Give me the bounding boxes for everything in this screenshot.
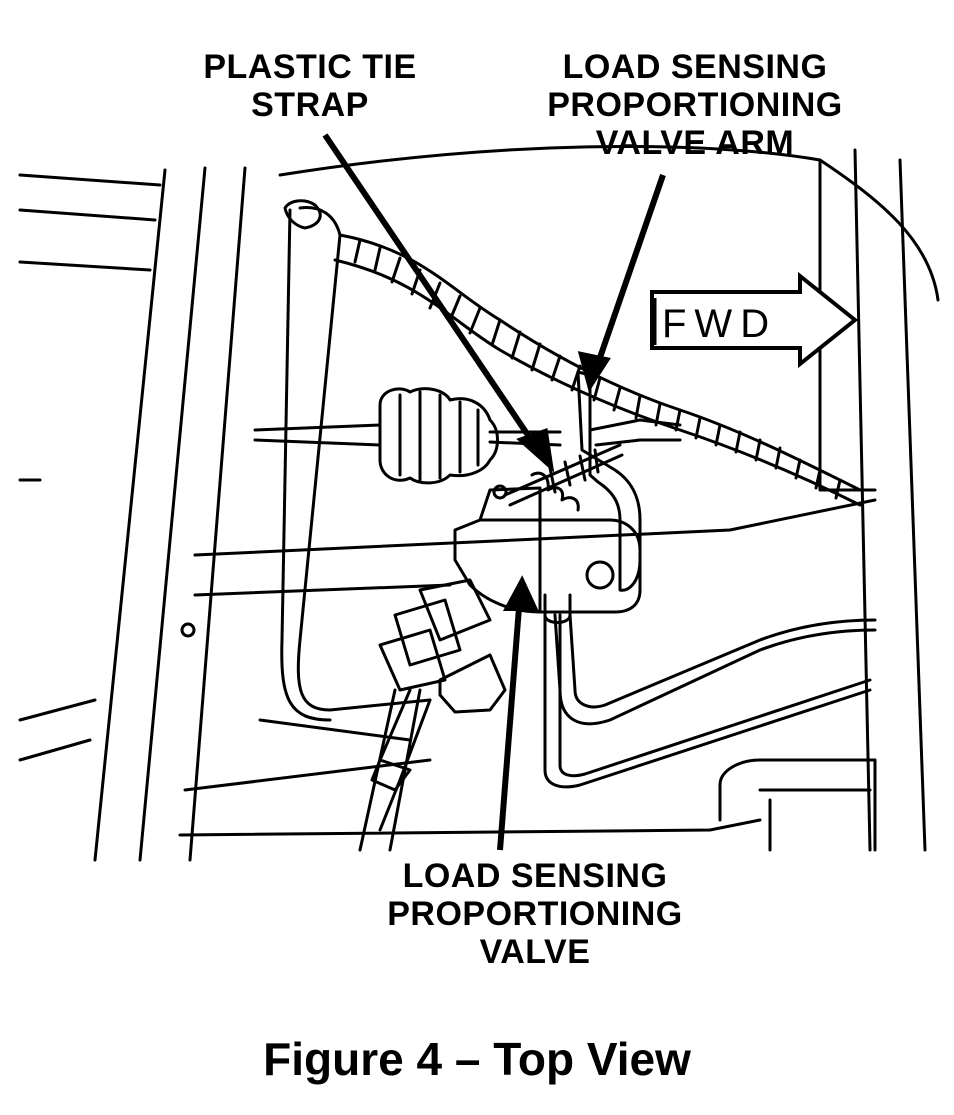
valve-body: [453, 518, 642, 614]
leader-tie-arrowhead: [516, 427, 555, 473]
frame-outline: [18, 145, 822, 482]
valve-arm-label: LOAD SENSING PROPORTIONING VALVE ARM: [530, 48, 860, 162]
label-line: PLASTIC TIE: [203, 48, 417, 86]
label-line: PROPORTIONING: [547, 86, 843, 124]
figure-caption: Figure 4 – Top View: [263, 1033, 691, 1085]
label-line: PROPORTIONING: [387, 895, 683, 933]
frame-rail-left: [93, 166, 247, 862]
label-line: STRAP: [251, 86, 369, 124]
brake-line: [280, 205, 432, 722]
plastic-tie-strap-label: PLASTIC TIE STRAP: [185, 48, 435, 124]
fwd-label: FWD: [662, 302, 778, 346]
leader-arm-arrowhead: [577, 351, 611, 393]
fitting-nut: [438, 653, 507, 714]
leader-valve-arrowhead: [502, 575, 539, 611]
crossmember: [178, 498, 877, 837]
label-line: LOAD SENSING: [562, 48, 828, 86]
fwd-arrow: [650, 271, 859, 369]
fitting: [378, 578, 492, 692]
leader-tie-strap: [322, 133, 541, 452]
valve-arm-shape: [576, 370, 642, 592]
label-line: LOAD SENSING: [402, 857, 668, 895]
label-line: VALVE: [479, 933, 591, 971]
label-line: VALVE ARM: [595, 124, 795, 162]
leader-valve: [497, 594, 523, 851]
leader-valve-arm: [592, 174, 666, 373]
spring: [503, 443, 624, 507]
valve-label: LOAD SENSING PROPORTIONING VALVE: [360, 857, 710, 971]
